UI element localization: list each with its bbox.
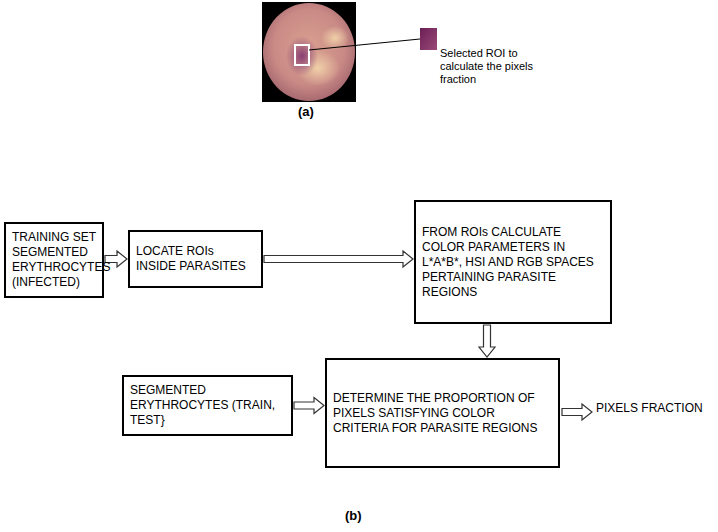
- process-box: TRAINING SET SEGMENTED ERYTHROCYTES (INF…: [4, 222, 104, 298]
- image-background: [262, 2, 356, 102]
- process-box: DETERMINE THE PROPORTION OF PIXELS SATIS…: [325, 358, 560, 468]
- leader-line: [309, 39, 420, 50]
- erythrocyte: [263, 3, 355, 101]
- annotation-text: Selected ROI to calculate the pixels fra…: [440, 47, 536, 87]
- process-box: FROM ROIs CALCULATE COLOR PARAMETERS IN …: [414, 200, 612, 324]
- annotation-text: PIXELS FRACTION: [596, 401, 714, 415]
- flow-arrow: [294, 398, 324, 414]
- flow-arrow: [264, 251, 413, 267]
- output-arrow: [562, 404, 592, 420]
- panel-label: (a): [298, 104, 328, 120]
- flow-arrow: [105, 251, 127, 267]
- roi-sample: [420, 28, 437, 50]
- box-text: DETERMINE THE PROPORTION OF PIXELS SATIS…: [333, 391, 552, 436]
- process-box: SEGMENTED ERYTHROCYTES (TRAIN, TEST}: [122, 375, 293, 436]
- parasite-region: [286, 36, 318, 76]
- box-text: SEGMENTED ERYTHROCYTES (TRAIN, TEST}: [130, 383, 285, 428]
- process-box: LOCATE ROIs INSIDE PARASITES: [128, 230, 263, 288]
- box-text: LOCATE ROIs INSIDE PARASITES: [136, 244, 255, 274]
- flow-arrow: [479, 325, 495, 357]
- panel-label: (b): [345, 508, 375, 524]
- box-text: TRAINING SET SEGMENTED ERYTHROCYTES (INF…: [12, 230, 96, 290]
- roi-rectangle: [295, 45, 309, 65]
- box-text: FROM ROIs CALCULATE COLOR PARAMETERS IN …: [422, 225, 604, 300]
